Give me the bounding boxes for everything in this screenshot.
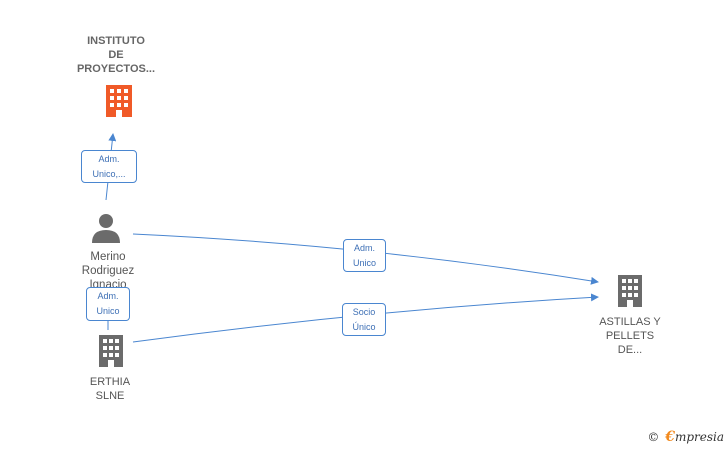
node-label-erthia[interactable]: ERTHIA SLNE	[89, 376, 131, 402]
person-icon[interactable]	[91, 212, 121, 244]
copyright-symbol: ©	[647, 430, 660, 444]
edge-label-merino-instituto[interactable]: Adm. Unico,...	[81, 150, 137, 183]
edge-label-merino-astillas[interactable]: Adm. Unico	[343, 239, 386, 272]
edge-label-erthia-merino[interactable]: Adm. Unico	[86, 287, 130, 321]
node-label-merino[interactable]: Merino Rodriguez Ignacio	[81, 251, 135, 291]
node-label-instituto[interactable]: INSTITUTO DE PROYECTOS...	[76, 35, 156, 75]
brand-e-mark: €	[665, 429, 675, 445]
edge-label-erthia-astillas[interactable]: Socio Único	[342, 303, 386, 336]
node-label-astillas[interactable]: ASTILLAS Y PELLETS DE...	[599, 316, 661, 356]
brand-text: mpresia	[674, 430, 724, 444]
building-icon[interactable]	[96, 334, 126, 368]
building-icon[interactable]	[103, 84, 135, 118]
empresia-logo: © €mpresia	[647, 429, 724, 445]
building-icon[interactable]	[615, 274, 645, 308]
